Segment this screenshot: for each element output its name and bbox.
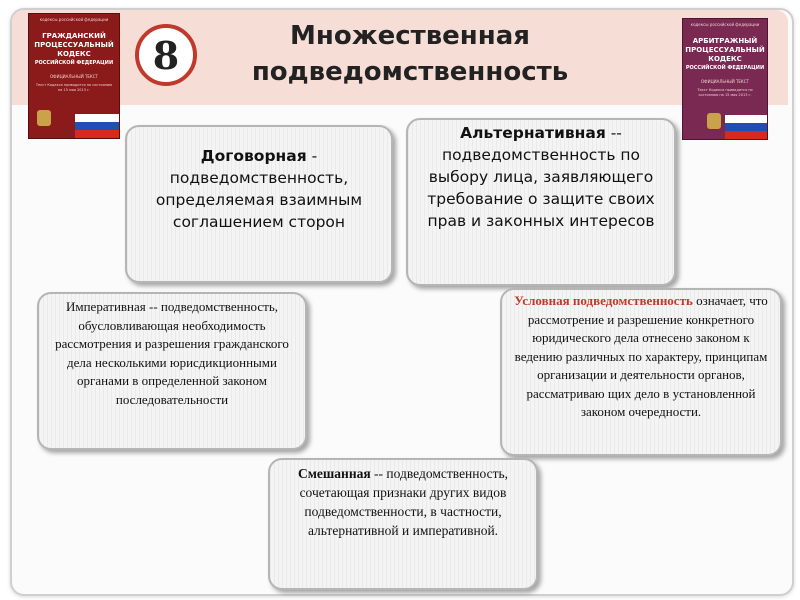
arbitration-procedure-code-book-image: кодексы российской федерации АРБИТРАЖНЫЙ… — [682, 18, 768, 140]
box-term: Альтернативная — [460, 124, 606, 142]
alternative-jurisdiction-box: Альтернативная -- подведомственность по … — [406, 118, 676, 286]
civil-procedure-code-book-image: кодексы российской федерации ГРАЖДАНСКИЙ… — [28, 13, 120, 139]
imperative-jurisdiction-box: Императивная -- подведомственность, обус… — [37, 292, 307, 450]
russian-flag-icon — [75, 114, 119, 138]
box-description: -- подведомственность, обусловливающая н… — [55, 299, 289, 407]
conditional-jurisdiction-box: Условная подведомственность означает, чт… — [500, 288, 782, 456]
slide-title: Множественная подведомственность — [210, 18, 610, 90]
book-subtitle: ОФИЦИАЛЬНЫЙ ТЕКСТ — [29, 74, 119, 79]
book-subtitle: ОФИЦИАЛЬНЫЙ ТЕКСТ — [683, 79, 767, 84]
russian-flag-icon — [725, 115, 768, 139]
book-series-label: кодексы российской федерации — [683, 19, 767, 27]
book-title: АРБИТРАЖНЫЙ ПРОЦЕССУАЛЬНЫЙ КОДЕКС РОССИЙ… — [683, 37, 767, 73]
mixed-jurisdiction-box: Смешанная -- подведомственность, сочетаю… — [268, 458, 538, 590]
box-description: означает, что рассмотрение и разрешение … — [515, 293, 768, 419]
box-term: Императивная — [66, 299, 146, 314]
coat-of-arms-icon — [707, 113, 721, 129]
contractual-jurisdiction-box: Договорная - подведомственность, определ… — [125, 125, 393, 283]
coat-of-arms-icon — [37, 110, 51, 126]
box-term: Смешанная — [298, 466, 371, 481]
box-term: Условная подведомственность — [514, 293, 693, 308]
book-note: Текст Кодекса приводится по состоянию на… — [29, 83, 119, 93]
book-note: Текст Кодекса приводится по состоянию на… — [683, 88, 767, 98]
slide-number-badge: 8 — [135, 24, 197, 86]
book-series-label: кодексы российской федерации — [29, 14, 119, 22]
box-term: Договорная — [201, 147, 307, 165]
book-title: ГРАЖДАНСКИЙ ПРОЦЕССУАЛЬНЫЙ КОДЕКС РОССИЙ… — [29, 32, 119, 68]
